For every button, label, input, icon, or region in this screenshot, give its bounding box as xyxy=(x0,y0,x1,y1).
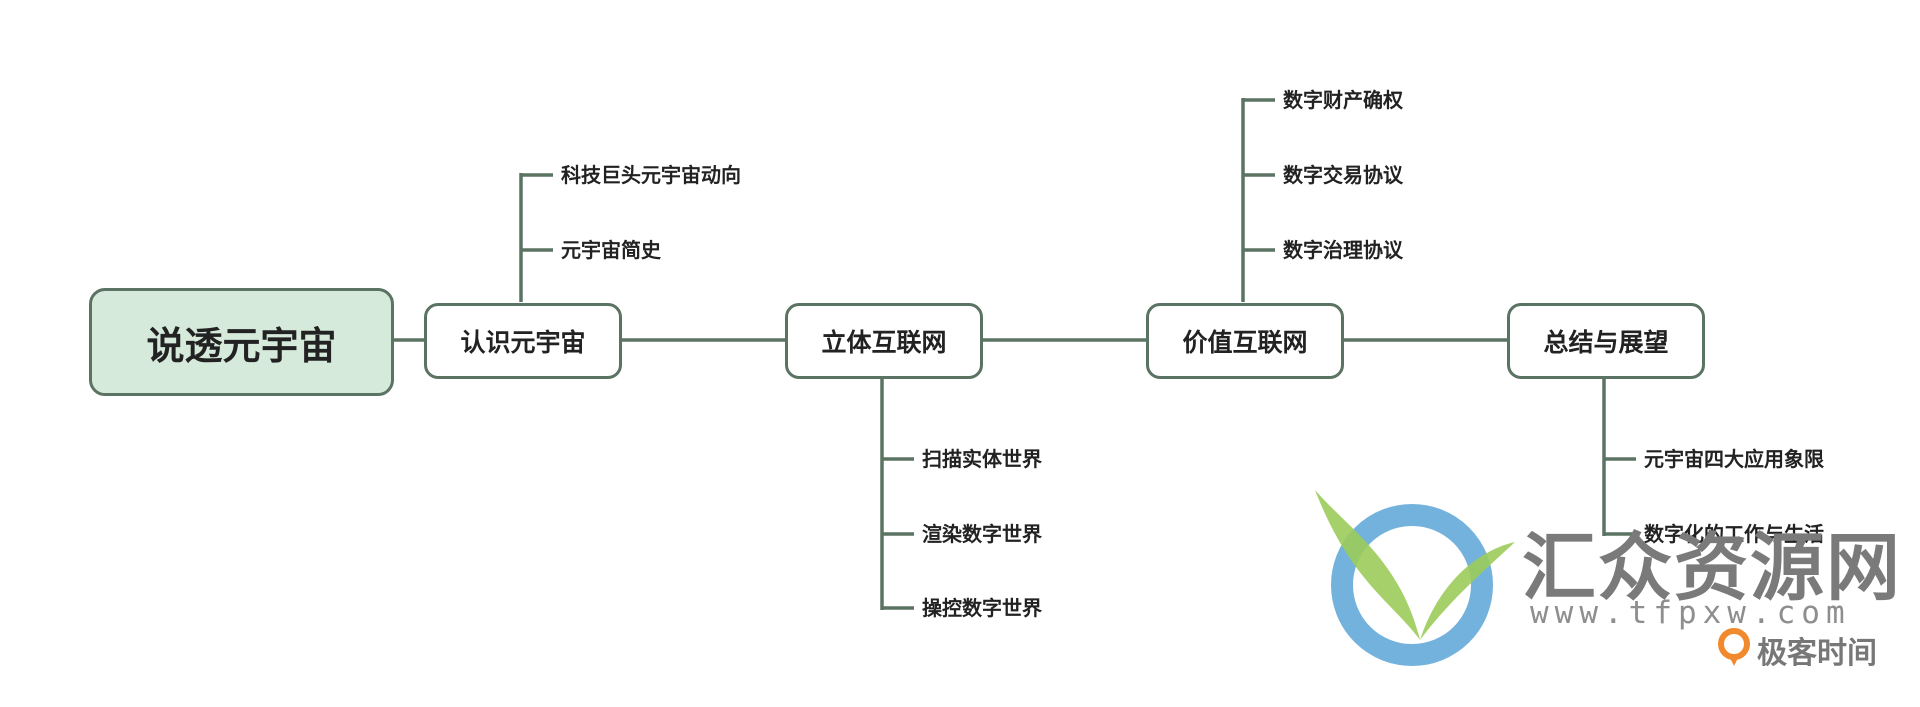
main-node-1[interactable]: 认识元宇宙 xyxy=(424,303,622,379)
leaf-node[interactable]: 渲染数字世界 xyxy=(922,522,1042,546)
leaf-node[interactable]: 元宇宙简史 xyxy=(561,238,661,262)
watermark-brand: 极客时间 xyxy=(1757,636,1877,671)
watermark-url: www.tfpxw.com xyxy=(1530,595,1851,631)
main-node-label: 总结与展望 xyxy=(1543,328,1669,357)
watermark-logo-icon xyxy=(1315,490,1515,666)
geek-time-logo-icon xyxy=(1718,628,1750,666)
main-node-label: 价值互联网 xyxy=(1182,328,1308,357)
leaf-node[interactable]: 扫描实体世界 xyxy=(922,447,1042,471)
main-node-label: 认识元宇宙 xyxy=(460,328,586,357)
root-node-label: 说透元宇宙 xyxy=(146,323,337,368)
leaf-node[interactable]: 数字财产确权 xyxy=(1283,88,1403,112)
leaf-node[interactable]: 数字交易协议 xyxy=(1283,163,1403,187)
leaf-node[interactable]: 元宇宙四大应用象限 xyxy=(1644,447,1824,471)
root-node[interactable]: 说透元宇宙 xyxy=(89,288,394,396)
main-node-2[interactable]: 立体互联网 xyxy=(785,303,983,379)
leaf-node[interactable]: 数字治理协议 xyxy=(1283,238,1403,262)
main-node-label: 立体互联网 xyxy=(821,328,947,357)
main-node-4[interactable]: 总结与展望 xyxy=(1507,303,1705,379)
leaf-node[interactable]: 数字化的工作与生活 xyxy=(1644,522,1824,546)
watermark-site-name: 汇众资源网 xyxy=(1522,525,1902,611)
leaf-node[interactable]: 操控数字世界 xyxy=(922,596,1042,620)
leaf-node[interactable]: 科技巨头元宇宙动向 xyxy=(561,163,741,187)
main-node-3[interactable]: 价值互联网 xyxy=(1146,303,1344,379)
